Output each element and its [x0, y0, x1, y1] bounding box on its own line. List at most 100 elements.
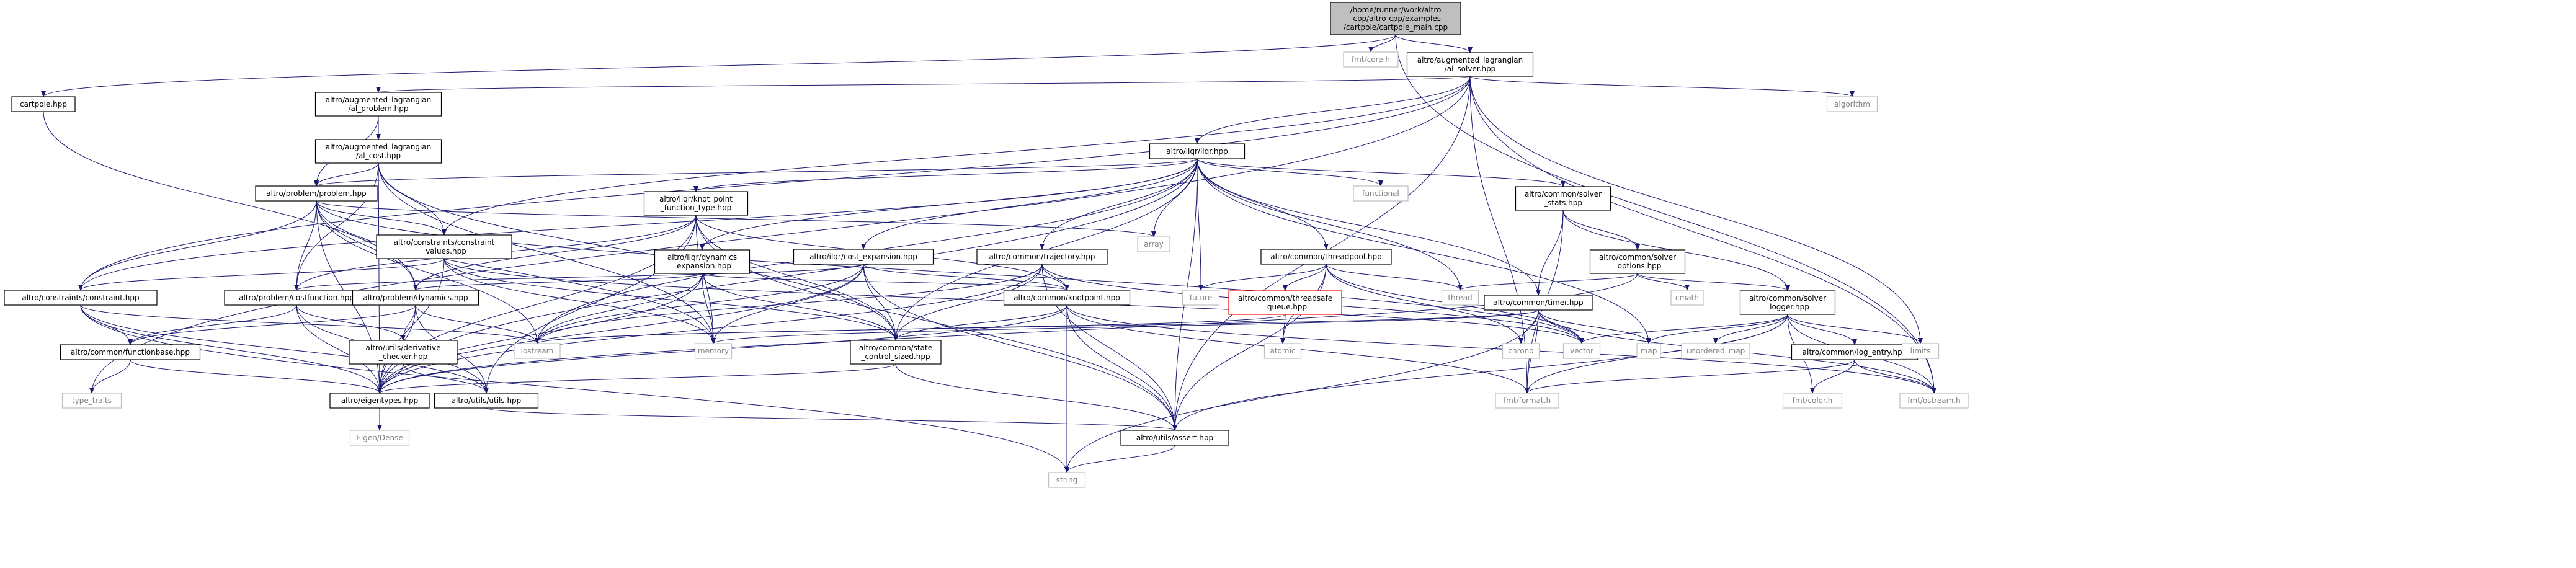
edge-log-entry-to-fmt-format	[1525, 359, 1855, 394]
node-memory: memory	[694, 343, 733, 359]
node-label-line: /al_solver.hpp	[1445, 64, 1496, 73]
edge-main-to-fmt-ostream	[1395, 34, 1936, 394]
node-box	[1330, 2, 1461, 35]
node-label-line: vector	[1570, 347, 1593, 355]
edge-solver-options-to-thread	[1458, 273, 1638, 291]
node-trajectory[interactable]: altro/common/trajectory.hpp	[976, 249, 1108, 265]
node-utils[interactable]: altro/utils/utils.hpp	[434, 393, 539, 409]
edge-timer-to-vector	[1538, 309, 1584, 344]
node-cost-expansion[interactable]: altro/ilqr/cost_expansion.hpp	[793, 249, 934, 265]
edge-al-solver-to-fmt-ostream	[1469, 76, 1936, 394]
node-constraint[interactable]: altro/constraints/constraint.hpp	[4, 290, 158, 306]
edge-threadpool-to-chrono	[1326, 264, 1523, 344]
node-ilqr[interactable]: altro/ilqr/ilqr.hpp	[1149, 143, 1246, 159]
node-box	[314, 139, 442, 164]
edge-solver-logger-to-assert	[1172, 314, 1788, 431]
edge-assert-to-string	[1064, 445, 1175, 473]
edge-constraint-values-to-state-control-sized	[443, 258, 898, 341]
node-cartpole[interactable]: cartpole.hpp	[11, 96, 76, 112]
edge-al-solver-to-constraint-values	[442, 76, 1471, 236]
node-label-line: altro/ilqr/knot_point	[659, 195, 733, 203]
node-functionbase[interactable]: altro/common/functionbase.hpp	[60, 344, 201, 360]
node-main[interactable]: /home/runner/work/altro-cpp/altro-cpp/ex…	[1330, 2, 1461, 35]
node-label-line: thread	[1448, 293, 1472, 302]
edge-cost-expansion-to-assert	[863, 264, 1177, 431]
edge-costfunction-to-derivative-checker	[296, 304, 406, 341]
node-label-line: altro/common/functionbase.hpp	[71, 348, 190, 357]
edge-problem-to-array	[316, 200, 1156, 237]
edge-cost-expansion-to-eigentypes	[377, 264, 864, 394]
node-fmt-core: fmt/core.h	[1343, 51, 1399, 68]
node-box	[643, 191, 749, 216]
node-eigentypes[interactable]: altro/eigentypes.hpp	[329, 393, 430, 409]
edge-solver-logger-to-vector	[1579, 314, 1788, 344]
node-vector: vector	[1562, 343, 1601, 359]
node-box	[514, 343, 561, 359]
edge-knotpoint-to-fmt-ostream	[1066, 304, 1936, 394]
node-box	[349, 430, 410, 446]
node-label-line: chrono	[1508, 347, 1533, 355]
node-dynamics-expansion[interactable]: altro/ilqr/dynamics_expansion.hpp	[654, 249, 751, 274]
edge-trajectory-to-eigentypes	[377, 264, 1043, 394]
edge-cost-expansion-to-costfunction	[294, 264, 864, 291]
edge-solver-logger-to-map	[1646, 314, 1788, 344]
node-label-line: fmt/format.h	[1504, 396, 1551, 405]
node-al-problem[interactable]: altro/augmented_lagrangian/al_problem.hp…	[314, 92, 442, 117]
node-state-control-sized[interactable]: altro/common/state_control_sized.hpp	[850, 340, 942, 365]
edge-problem-to-constraint-values	[316, 200, 447, 236]
edge-solver-stats-to-solver-options	[1562, 210, 1640, 251]
edge-dynamics-expansion-to-eigentypes	[377, 273, 703, 394]
node-box	[1263, 343, 1302, 359]
node-box	[1901, 343, 1940, 359]
edge-dynamics-to-functionbase	[128, 304, 416, 345]
node-assert[interactable]: altro/utils/assert.hpp	[1120, 430, 1229, 446]
edge-al-solver-to-constraint	[78, 76, 1471, 291]
edge-costfunction-to-functionbase	[128, 304, 297, 345]
node-label-line: _options.hpp	[1613, 262, 1662, 270]
edge-functionbase-to-type-traits	[89, 359, 131, 394]
node-threadsafe-queue[interactable]: altro/common/threadsafe_queue.hpp	[1228, 290, 1342, 315]
edge-ilqr-to-constraint	[78, 158, 1198, 291]
node-label-line: algorithm	[1834, 100, 1870, 109]
node-box	[1636, 343, 1661, 359]
node-knotpoint[interactable]: altro/common/knotpoint.hpp	[1003, 290, 1131, 306]
node-al-cost[interactable]: altro/augmented_lagrangian/al_cost.hpp	[314, 139, 442, 164]
node-constraint-values[interactable]: altro/constraints/constraint_values.hpp	[376, 234, 512, 259]
node-al-solver[interactable]: altro/augmented_lagrangian/al_solver.hpp	[1406, 52, 1534, 77]
node-label-line: altro/constraints/constraint	[394, 238, 495, 247]
node-box	[793, 249, 934, 265]
node-box	[1515, 186, 1611, 211]
node-label-line: string	[1056, 476, 1077, 484]
edge-dynamics-expansion-to-knotpoint	[702, 273, 1069, 291]
node-chrono: chrono	[1502, 343, 1540, 359]
edge-al-cost-to-problem	[314, 162, 379, 187]
node-timer[interactable]: altro/common/timer.hpp	[1484, 295, 1593, 311]
node-knot-point-function-type[interactable]: altro/ilqr/knot_point_function_type.hpp	[643, 191, 749, 216]
edge-problem-to-iostream	[316, 200, 540, 344]
node-derivative-checker[interactable]: altro/utils/derivative_checker.hpp	[349, 340, 458, 365]
node-costfunction[interactable]: altro/problem/costfunction.hpp	[224, 290, 369, 306]
node-box	[1441, 290, 1479, 306]
node-solver-options[interactable]: altro/common/solver_options.hpp	[1589, 249, 1686, 274]
node-problem[interactable]: altro/problem/problem.hpp	[255, 185, 378, 202]
edge-timer-to-iostream	[535, 309, 1539, 344]
node-iostream: iostream	[514, 343, 561, 359]
edge-problem-to-dynamics	[316, 200, 418, 291]
node-log-entry[interactable]: altro/common/log_entry.hpp	[1791, 344, 1919, 360]
edge-problem-to-costfunction	[294, 200, 317, 291]
node-box	[434, 393, 539, 409]
node-label-line: altro/common/solver	[1525, 190, 1602, 198]
edge-ilqr-to-thread	[1197, 158, 1463, 291]
edge-solver-logger-to-log-entry	[1787, 314, 1857, 345]
node-solver-stats[interactable]: altro/common/solver_stats.hpp	[1515, 186, 1611, 211]
node-threadpool[interactable]: altro/common/threadpool.hpp	[1260, 249, 1392, 265]
node-limits: limits	[1901, 343, 1940, 359]
edge-derivative-checker-to-utils	[403, 363, 489, 394]
edge-al-cost-to-memory	[378, 162, 716, 344]
node-box	[1228, 290, 1342, 315]
edge-al-cost-to-constraint-values	[378, 162, 447, 236]
node-solver-logger[interactable]: altro/common/solver_logger.hpp	[1739, 290, 1836, 315]
node-dynamics[interactable]: altro/problem/dynamics.hpp	[352, 290, 479, 306]
edge-dynamics-expansion-to-iostream	[535, 273, 703, 344]
